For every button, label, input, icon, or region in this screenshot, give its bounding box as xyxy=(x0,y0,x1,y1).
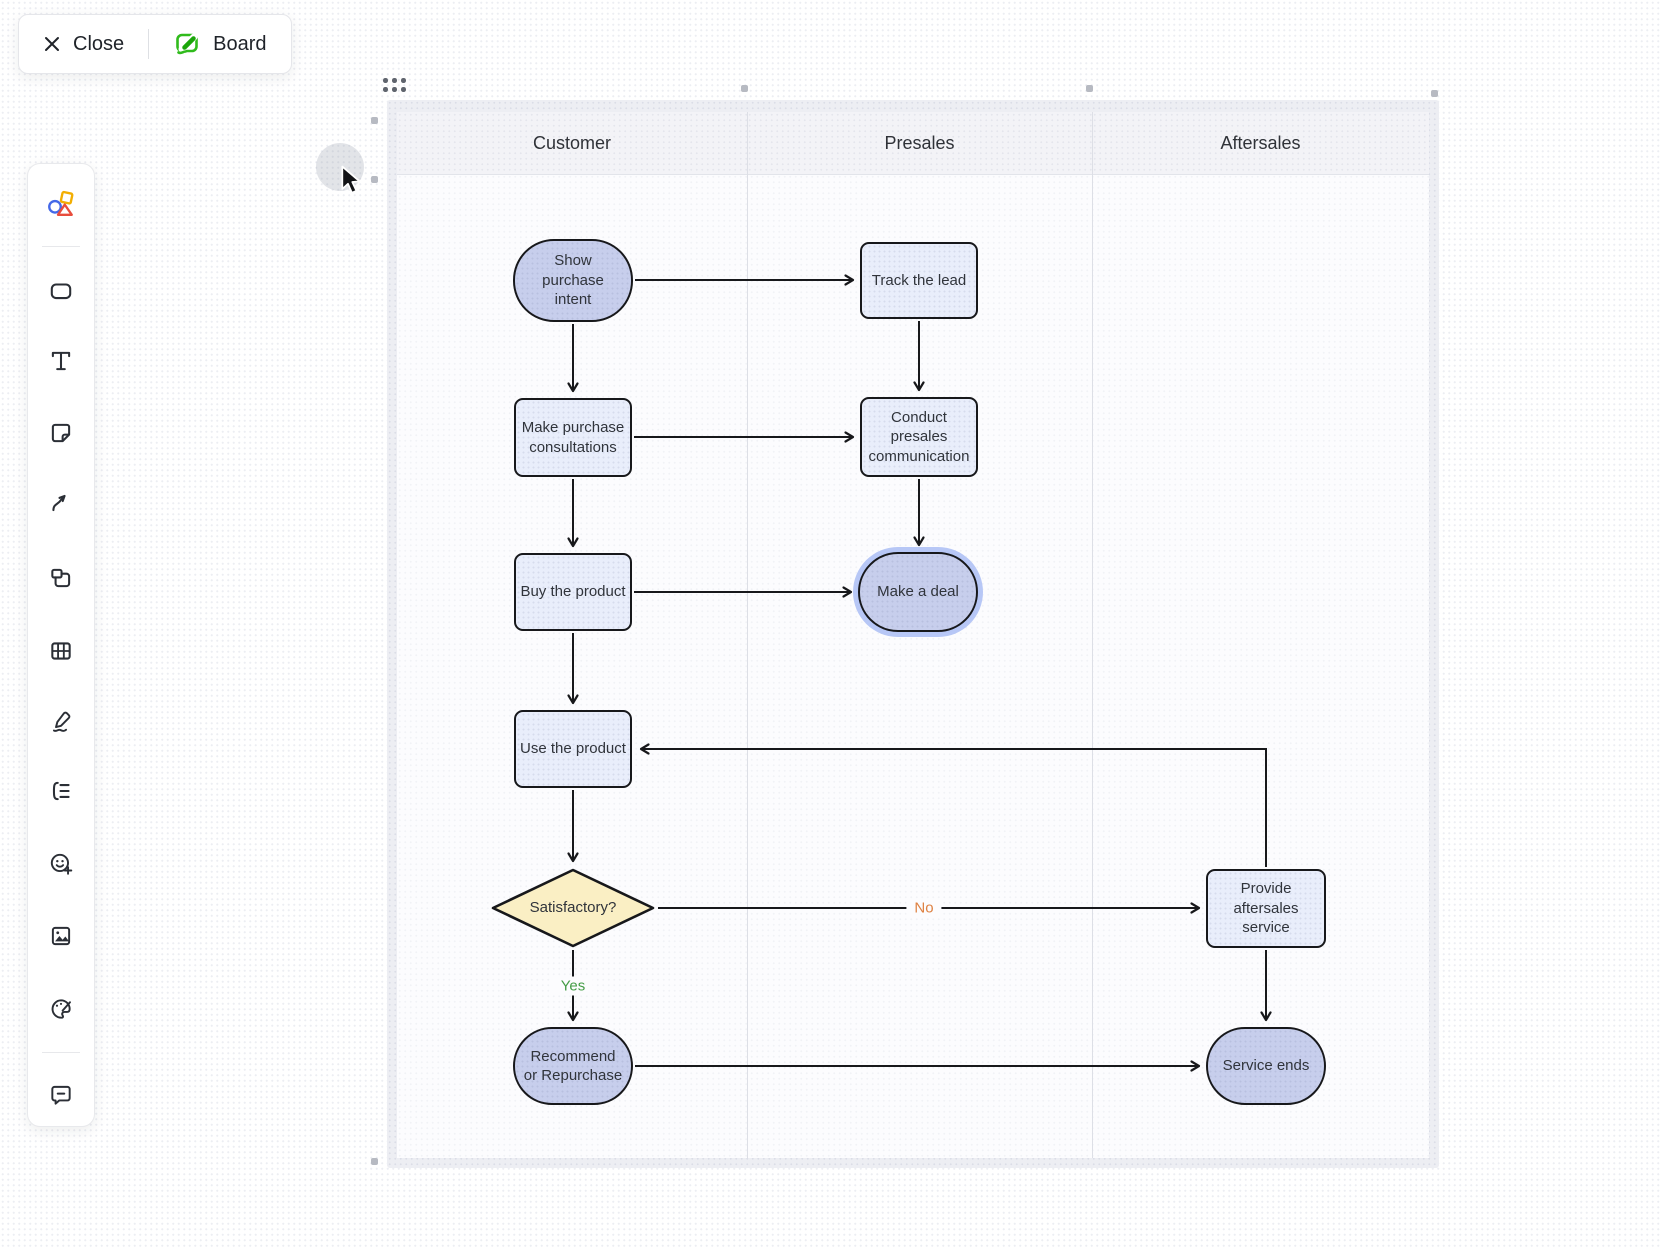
node-satisfactory[interactable]: Satisfactory? xyxy=(490,868,656,948)
text-icon xyxy=(51,351,71,371)
lane-title: Presales xyxy=(884,132,955,153)
palette-icon xyxy=(51,999,71,1019)
frame-icon xyxy=(51,568,71,588)
close-x-icon xyxy=(45,37,59,51)
frame-drag-handle-icon[interactable] xyxy=(383,78,411,94)
top-toolbar: Close Board xyxy=(18,14,292,74)
tools-sidebar xyxy=(27,163,95,1127)
node-label: Track the lead xyxy=(871,271,967,289)
mind-map-icon xyxy=(52,781,70,801)
node-make-consultations[interactable]: Make purchase consultations xyxy=(514,398,632,477)
node-label: Buy the product xyxy=(520,583,626,601)
board-button[interactable]: Board xyxy=(173,30,267,58)
cursor-halo xyxy=(316,143,364,191)
tool-connector-button[interactable] xyxy=(41,482,81,522)
shape-icon xyxy=(50,283,72,300)
board-logo-icon xyxy=(176,33,198,55)
node-show-intent[interactable]: Show purchase intent xyxy=(513,239,633,322)
handle-dot[interactable] xyxy=(1431,90,1438,97)
mouse-cursor-icon xyxy=(341,165,361,194)
node-track-lead[interactable]: Track the lead xyxy=(860,242,978,319)
node-make-deal[interactable]: Make a deal xyxy=(858,552,978,632)
tool-emoji-button[interactable] xyxy=(41,844,81,884)
board-label: Board xyxy=(213,32,267,55)
image-icon xyxy=(51,926,71,946)
node-service-ends[interactable]: Service ends xyxy=(1206,1027,1326,1105)
node-label: Show purchase intent xyxy=(542,252,604,309)
node-buy-product[interactable]: Buy the product xyxy=(514,553,632,631)
tool-sticky-note-button[interactable] xyxy=(41,413,81,453)
node-provide-service[interactable]: Provide aftersales service xyxy=(1206,869,1326,948)
comment-icon xyxy=(51,1085,71,1105)
node-label: Make a deal xyxy=(877,583,959,601)
edge-label-yes[interactable]: Yes xyxy=(552,976,594,996)
emoji-add-icon xyxy=(50,853,73,875)
sidebar-divider xyxy=(42,246,80,247)
close-button[interactable]: Close xyxy=(43,33,124,56)
tool-mind-map-button[interactable] xyxy=(41,771,81,811)
node-use-product[interactable]: Use the product xyxy=(514,710,632,788)
tool-text-button[interactable] xyxy=(41,341,81,381)
decision-diamond-shape xyxy=(491,868,655,948)
lane-title: Aftersales xyxy=(1220,132,1301,153)
shapes-icon xyxy=(48,190,74,216)
toolbar-divider xyxy=(148,29,150,59)
tool-comment-button[interactable] xyxy=(41,1075,81,1115)
tool-image-button[interactable] xyxy=(41,916,81,956)
node-label: Conduct presales communication xyxy=(868,408,970,465)
tool-frame-button[interactable] xyxy=(41,558,81,598)
lane-header-customer[interactable]: Customer xyxy=(397,112,747,174)
lanes-body[interactable] xyxy=(397,174,1429,1158)
handle-dot[interactable] xyxy=(741,85,748,92)
tool-shape-button[interactable] xyxy=(41,271,81,311)
node-label: Satisfactory? xyxy=(529,899,617,917)
lane-divider-line[interactable] xyxy=(747,112,748,1158)
tool-pen-button[interactable] xyxy=(41,701,81,741)
handle-dot[interactable] xyxy=(371,176,378,183)
tool-shapes-picker-button[interactable] xyxy=(41,184,81,224)
node-label: Use the product xyxy=(520,740,626,758)
connector-arrow-icon xyxy=(52,494,66,512)
node-recommend[interactable]: Recommend or Repurchase xyxy=(513,1027,633,1105)
edge-label-no[interactable]: No xyxy=(906,898,942,918)
handle-dot[interactable] xyxy=(371,1158,378,1165)
close-label: Close xyxy=(73,32,125,55)
node-label: Recommend or Repurchase xyxy=(523,1047,623,1085)
lane-divider-line[interactable] xyxy=(1092,112,1093,1158)
node-label: Make purchase consultations xyxy=(521,419,625,456)
edge-provide-service-to-use-product[interactable] xyxy=(639,743,1267,867)
sticky-note-icon xyxy=(51,423,71,443)
lane-title: Customer xyxy=(532,132,612,153)
sidebar-divider xyxy=(42,1052,80,1053)
handle-dot[interactable] xyxy=(1086,85,1093,92)
lane-header-aftersales[interactable]: Aftersales xyxy=(1092,112,1429,174)
node-conduct-presales[interactable]: Conduct presales communication xyxy=(860,397,978,477)
tool-theme-button[interactable] xyxy=(41,989,81,1029)
swimlane-frame[interactable]: Customer Presales Aftersales xyxy=(383,78,1439,1168)
table-icon xyxy=(51,642,71,660)
node-label: Service ends xyxy=(1222,1057,1310,1075)
header-divider-line xyxy=(397,174,1429,175)
lane-header-presales[interactable]: Presales xyxy=(747,112,1092,174)
node-label: Provide aftersales service xyxy=(1233,880,1299,937)
handle-dot[interactable] xyxy=(371,117,378,124)
tool-table-button[interactable] xyxy=(41,631,81,671)
pen-icon xyxy=(52,711,71,732)
